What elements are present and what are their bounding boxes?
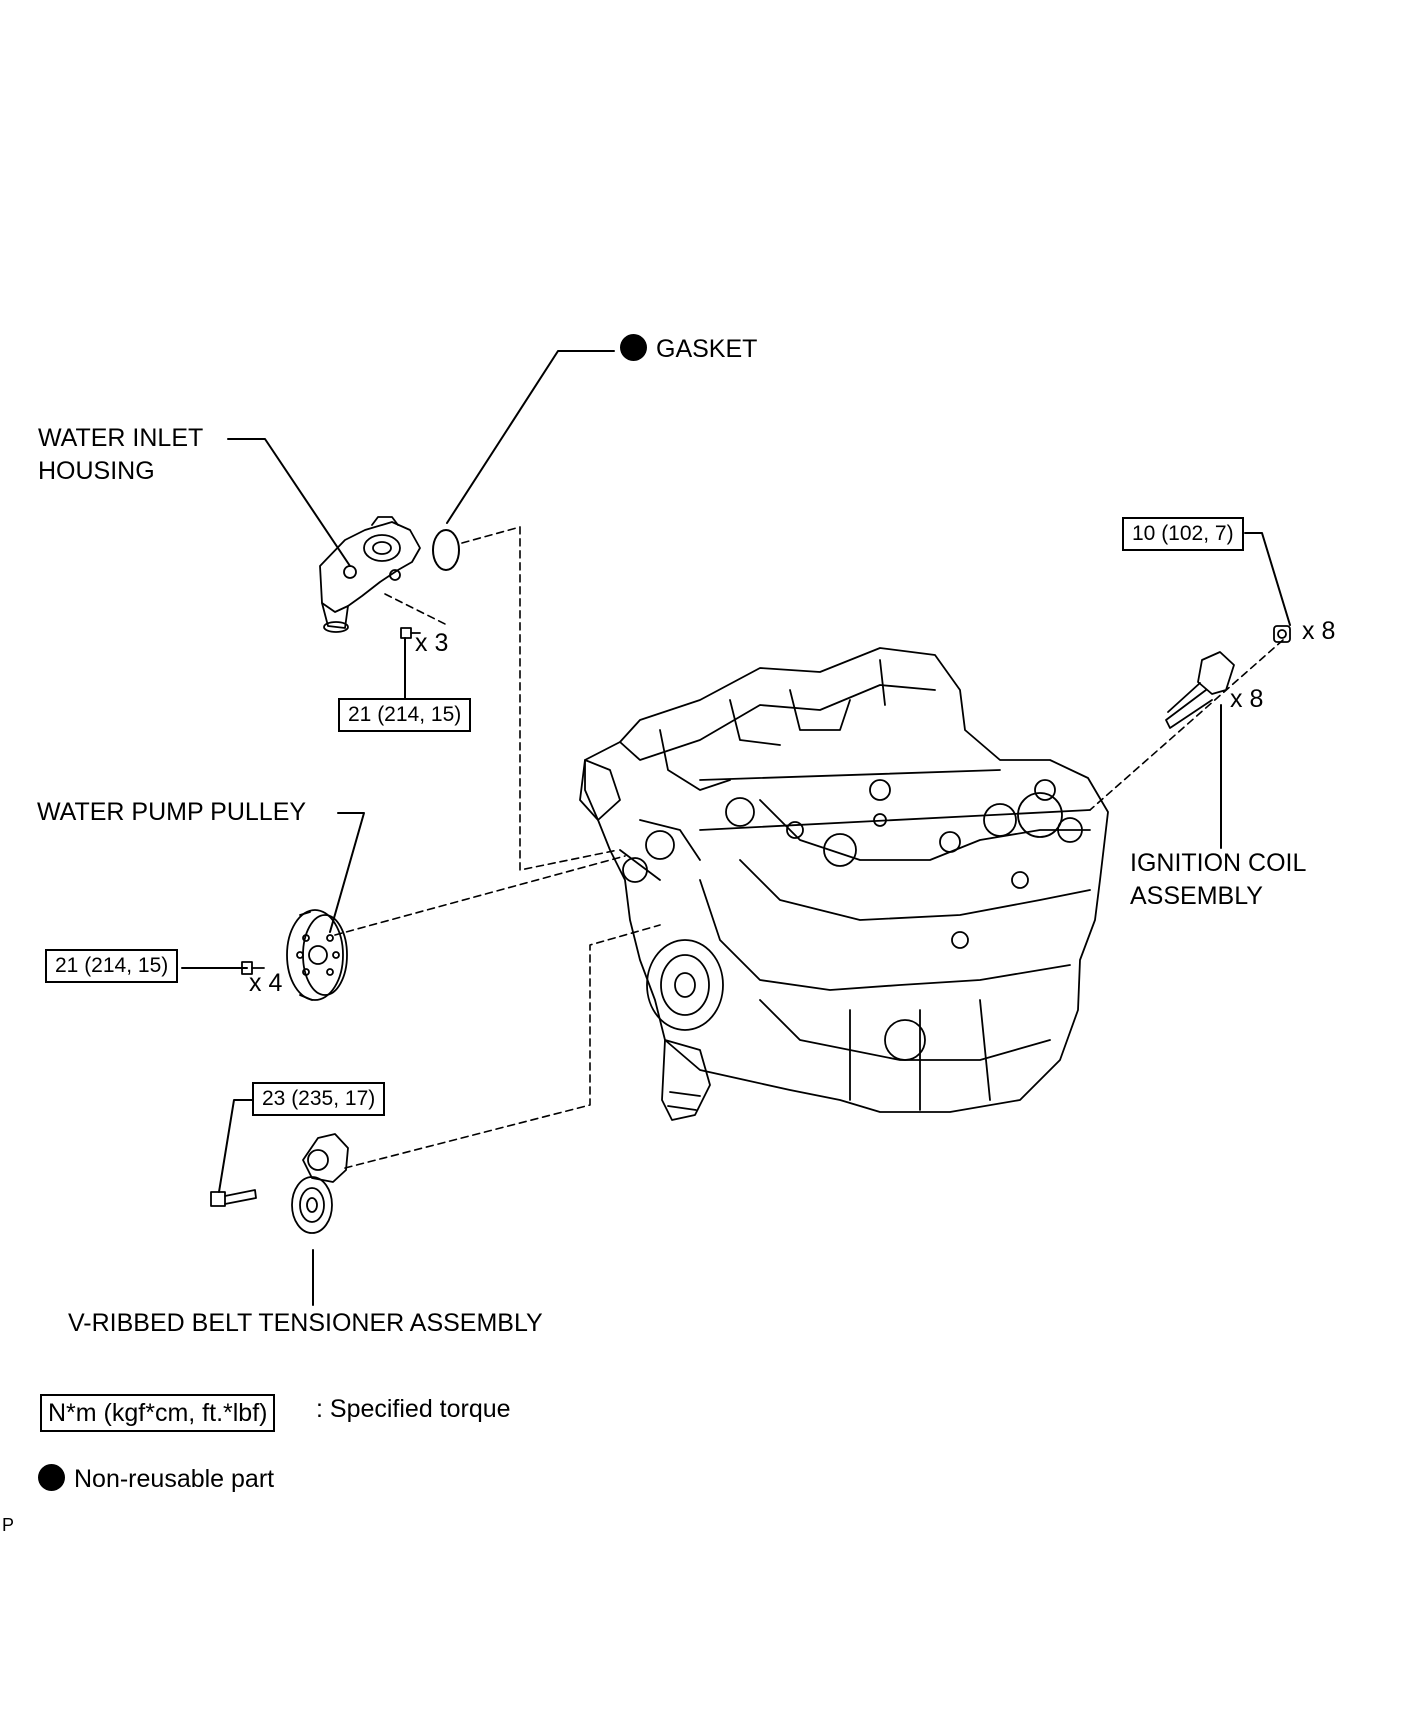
water-inlet-bolt-torque: 21 (214, 15)	[338, 698, 472, 732]
pulley-bolt-qty: x 4	[249, 969, 283, 997]
water-inlet-bolt-qty: x 3	[415, 629, 449, 657]
engine-drawing	[579, 647, 1109, 1121]
dash-water-inlet	[384, 593, 448, 626]
non-reusable-legend-dot-icon	[38, 1464, 65, 1491]
water-inlet-bolt-drawing	[400, 627, 421, 639]
dash-gasket	[461, 526, 619, 871]
pulley-bolt-torque: 21 (214, 15)	[45, 949, 179, 983]
coil-bolt-qty: x 8	[1302, 617, 1336, 645]
belt-tensioner-drawing	[291, 1133, 349, 1234]
water-pump-pulley-label: WATER PUMP PULLEY	[37, 798, 307, 826]
legend-nonreusable-text: Non-reusable part	[74, 1465, 275, 1493]
leader-tensioner-bolt	[218, 1099, 253, 1193]
tensioner-bolt-drawing	[210, 1189, 257, 1207]
tensioner-bolt-torque: 23 (235, 17)	[252, 1082, 386, 1116]
ignition-coil-drawing	[1165, 651, 1235, 729]
water-pump-pulley-drawing	[286, 909, 348, 1001]
leader-coil-bolt	[1244, 532, 1291, 626]
gasket-text: GASKET	[656, 335, 758, 363]
ignition-coil-label-line2: ASSEMBLY	[1130, 882, 1263, 910]
belt-tensioner-label: V-RIBBED BELT TENSIONER ASSEMBLY	[68, 1309, 543, 1337]
legend-torque-text: : Specified torque	[316, 1395, 511, 1423]
gasket-label: GASKET	[620, 333, 757, 366]
water-inlet-housing-label-line1: WATER INLET	[38, 424, 204, 452]
dash-coil	[1089, 639, 1284, 811]
corner-mark: P	[2, 1515, 15, 1535]
dash-tensioner	[344, 924, 661, 1169]
pulley-bolt-drawing	[241, 961, 265, 975]
coil-bolt-drawing	[1273, 625, 1291, 643]
leader-water-pump-pulley	[329, 812, 365, 933]
leader-gasket	[446, 350, 615, 524]
coil-bolt-torque: 10 (102, 7)	[1122, 517, 1244, 551]
dash-pulley	[334, 855, 626, 936]
legend-torque-box: N*m (kgf*cm, ft.*lbf)	[40, 1394, 276, 1432]
water-inlet-housing-label-line2: HOUSING	[38, 457, 155, 485]
legend-nonreusable: Non-reusable part	[38, 1462, 274, 1496]
non-reusable-dot-icon	[620, 334, 647, 361]
gasket-ring	[432, 529, 460, 571]
ignition-coil-label-line1: IGNITION COIL	[1130, 849, 1307, 877]
water-inlet-housing-drawing	[319, 516, 421, 633]
coil-qty: x 8	[1230, 685, 1264, 713]
leader-water-inlet-housing	[227, 438, 351, 567]
